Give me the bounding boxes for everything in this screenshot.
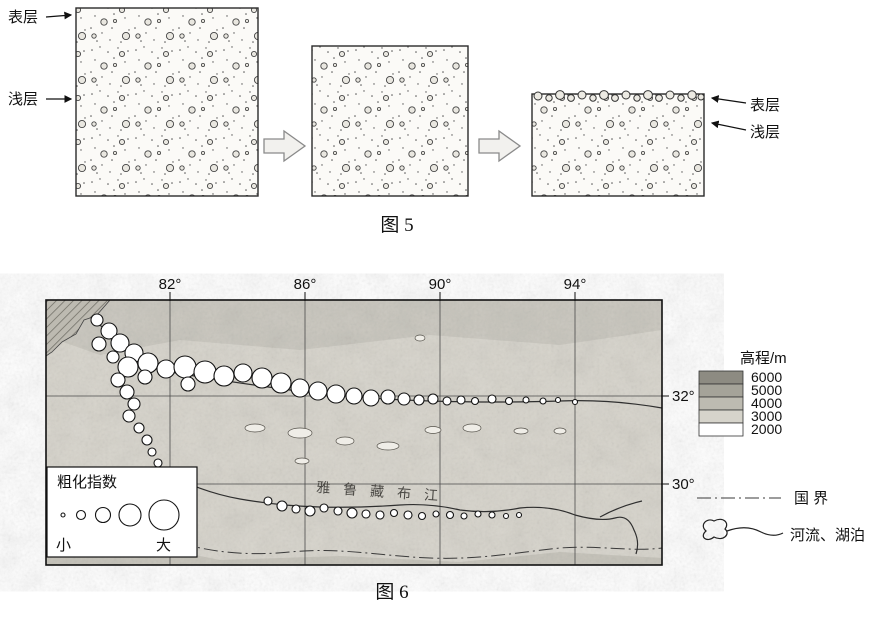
fig5-surface-label-left: 表层 bbox=[8, 9, 38, 26]
coordinate-labels: 82° 86° 90° 94° 32° 30° bbox=[159, 276, 695, 493]
elevation-box-5000 bbox=[698, 383, 744, 398]
elevation-value-6000: 6000 bbox=[751, 369, 782, 385]
elevation-box-6000 bbox=[698, 370, 744, 385]
fig5-shallow-arrow-right bbox=[710, 120, 747, 131]
elevation-box-4000 bbox=[698, 396, 744, 411]
map-frame bbox=[45, 299, 663, 566]
fig5-surface-arrow-right bbox=[710, 95, 747, 104]
surface-gravel-row bbox=[533, 90, 705, 102]
map-legend: 高程/m 6000 5000 4000 3000 2000 国 界 河流、湖泊 bbox=[697, 350, 865, 544]
elevation-value-3000: 3000 bbox=[751, 408, 782, 424]
boundary-legend-label: 国 界 bbox=[794, 490, 828, 507]
soil-profile-stage-3 bbox=[531, 93, 705, 197]
inset-legend-coarsening: 粗化指数 小 大 bbox=[46, 466, 198, 558]
longitude-label-86: 86° bbox=[294, 276, 317, 293]
process-arrow-2 bbox=[478, 129, 522, 163]
fig5-surface-label-right: 表层 bbox=[750, 97, 780, 114]
relief-band-south bbox=[46, 520, 662, 565]
longitude-label-90: 90° bbox=[429, 276, 452, 293]
elevation-scale: 6000 5000 4000 3000 2000 bbox=[698, 369, 782, 437]
national-boundary-line bbox=[45, 491, 663, 559]
elevation-value-5000: 5000 bbox=[751, 382, 782, 398]
map-corner-hatch bbox=[45, 299, 111, 357]
figure5-caption: 图 5 bbox=[380, 215, 413, 236]
fig5-shallow-label-right: 浅层 bbox=[750, 124, 780, 141]
latitude-label-32: 32° bbox=[672, 388, 695, 405]
inset-legend-large-label: 大 bbox=[156, 537, 171, 554]
water-legend-label: 河流、湖泊 bbox=[790, 527, 865, 544]
elevation-value-4000: 4000 bbox=[751, 395, 782, 411]
inset-legend-title: 粗化指数 bbox=[57, 474, 117, 491]
inset-legend-circles bbox=[60, 499, 180, 531]
river-yarlung-tsangpo bbox=[159, 469, 639, 555]
river-tributary bbox=[599, 500, 643, 518]
soil-profile-stage-2 bbox=[311, 45, 469, 197]
lake-legend-symbol bbox=[702, 518, 728, 541]
latitude-label-30: 30° bbox=[672, 476, 695, 493]
coarsening-index-circles bbox=[90, 313, 579, 521]
figure5-soil-diagram: 表层 浅层 表层 浅层 图 5 bbox=[8, 7, 780, 236]
figure6-caption: 图 6 bbox=[375, 582, 408, 603]
inset-legend-small-label: 小 bbox=[56, 537, 71, 554]
elevation-legend-title: 高程/m bbox=[740, 350, 787, 367]
lakes-group bbox=[244, 334, 567, 465]
elevation-box-2000 bbox=[698, 422, 744, 437]
figure6-map: 雅鲁藏布江 粗化指数 小 大 82° 86° 90° 94° bbox=[45, 276, 695, 566]
relief-band-north bbox=[46, 300, 662, 355]
elevation-box-3000 bbox=[698, 409, 744, 424]
longitude-label-82: 82° bbox=[159, 276, 182, 293]
fig5-shallow-label-left: 浅层 bbox=[8, 91, 38, 108]
process-arrow-1 bbox=[263, 129, 307, 163]
river-legend-symbol bbox=[726, 527, 784, 536]
soil-profile-stage-1 bbox=[75, 7, 259, 197]
elevation-value-2000: 2000 bbox=[751, 421, 782, 437]
longitude-label-94: 94° bbox=[564, 276, 587, 293]
fig5-surface-arrow-left bbox=[45, 11, 73, 20]
